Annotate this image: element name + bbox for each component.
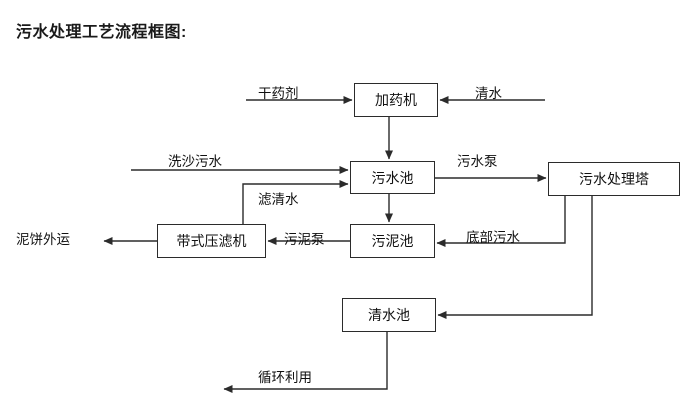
edge-label-bottom-wastewater: 底部污水 — [466, 230, 520, 245]
edge-label-clean-water-in: 清水 — [475, 86, 502, 101]
node-clean-water-pool[interactable]: 清水池 — [342, 298, 436, 332]
node-sludge-pool[interactable]: 污泥池 — [350, 224, 435, 258]
node-label-clean-water-pool: 清水池 — [368, 307, 410, 323]
edge-label-recycle-reuse: 循环利用 — [258, 370, 312, 385]
node-dosing-machine[interactable]: 加药机 — [354, 83, 438, 117]
edge-label-filtrate-water: 滤清水 — [258, 192, 299, 207]
node-label-dosing-machine: 加药机 — [375, 92, 417, 108]
wire-clean-water-recycle — [223, 332, 388, 393]
node-label-treatment-tower: 污水处理塔 — [579, 171, 649, 187]
edge-label-mud-cake-out: 泥饼外运 — [16, 232, 70, 247]
node-label-sludge-pool: 污泥池 — [371, 233, 414, 249]
edge-label-sludge-pump: 污泥泵 — [284, 232, 325, 247]
node-label-wastewater-pool: 污水池 — [371, 169, 414, 186]
edge-label-dry-chemical: 干药剂 — [258, 86, 299, 101]
wire-tower-to-sludge — [436, 196, 566, 247]
node-belt-filter-press[interactable]: 带式压滤机 — [157, 224, 266, 258]
node-label-belt-filter-press: 带式压滤机 — [176, 233, 247, 249]
page-title: 污水处理工艺流程框图: — [16, 24, 187, 41]
edge-label-wastewater-pump: 污水泵 — [457, 154, 498, 169]
edge-label-sand-wash-water: 洗沙污水 — [168, 154, 222, 169]
node-treatment-tower[interactable]: 污水处理塔 — [548, 162, 680, 196]
wire-filtrate-to-wastewater-pool — [242, 180, 349, 224]
node-wastewater-pool[interactable]: 污水池 — [350, 161, 435, 194]
wire-tower-to-clean-water — [437, 196, 593, 319]
